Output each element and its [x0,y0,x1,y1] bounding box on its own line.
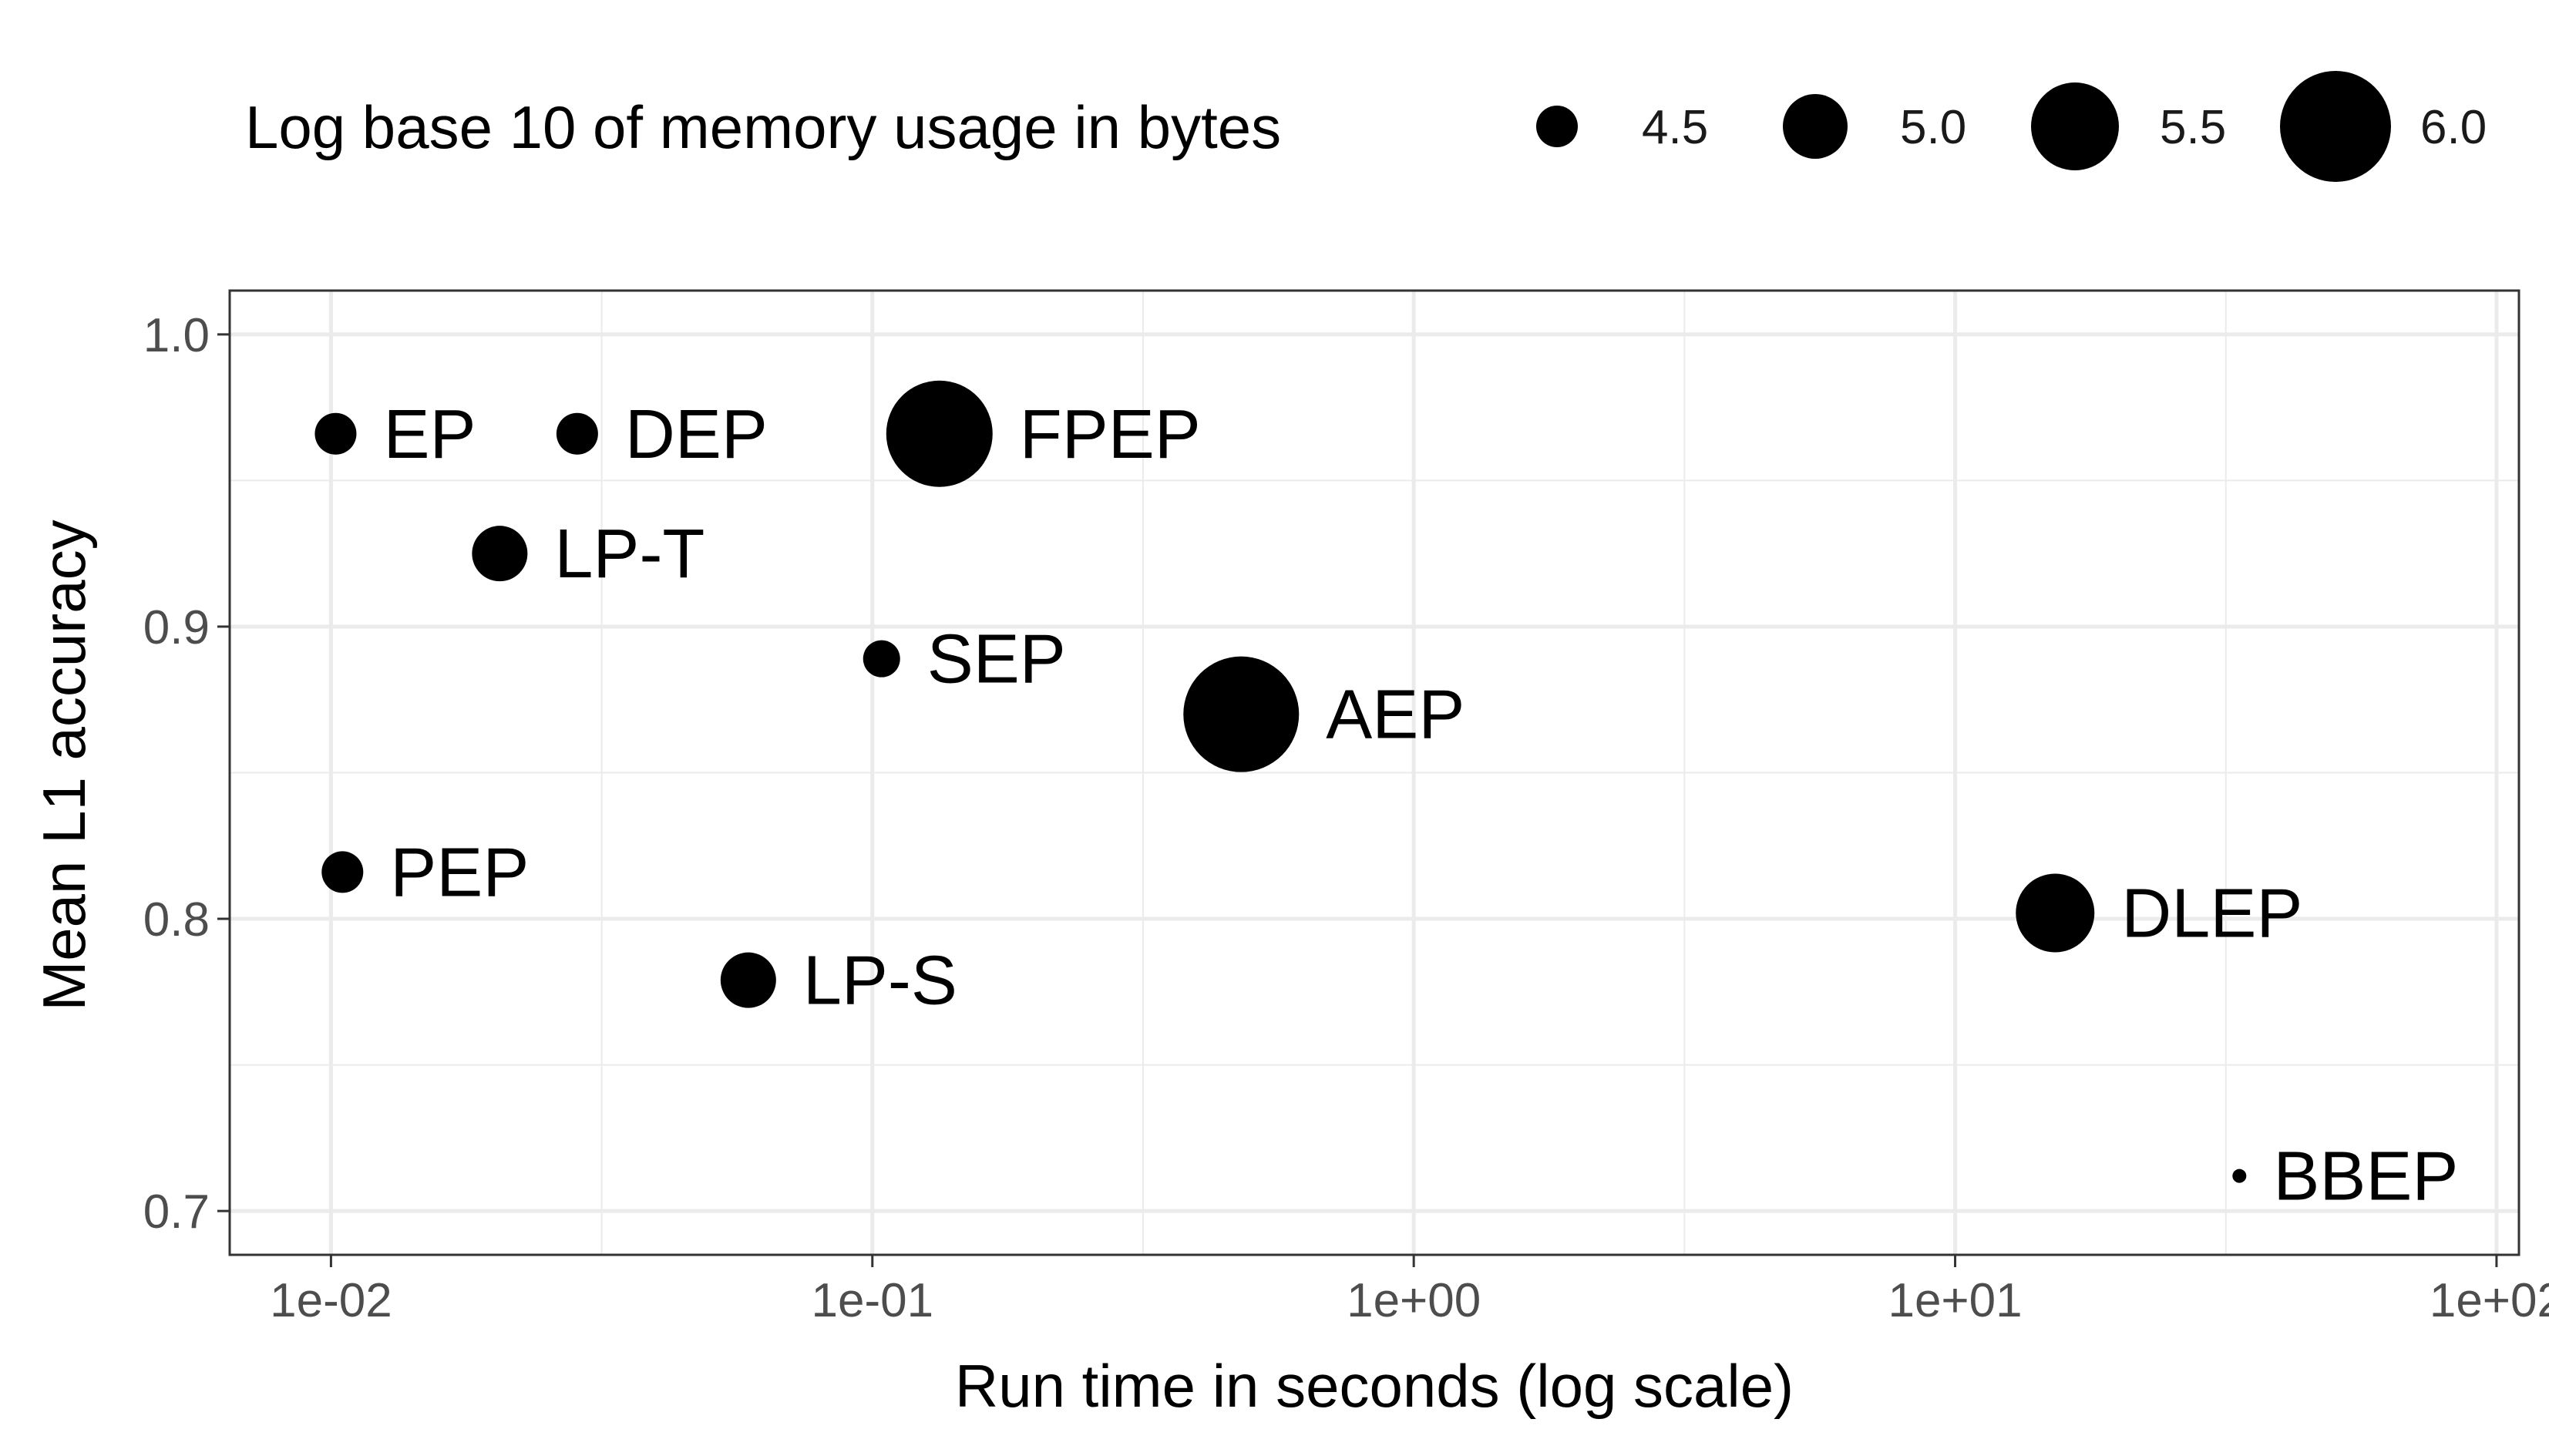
plot-panel: EP DEP FPEP LP-T SEP AEP PEP LP-S DLEP BBEP [228,289,2520,1256]
legend-title: Log base 10 of memory usage in bytes [245,93,1281,161]
legend-key-label: 5.0 [1900,101,1966,154]
legend-key-circle [1536,106,1578,147]
point-label-bbep: BBEP [2273,1138,2458,1216]
data-point-lp-s [720,952,776,1008]
panel-border [228,289,2520,1256]
x-tick-label: 1e-02 [270,1274,392,1327]
y-axis: 0.7 0.8 0.9 1.0 [143,309,230,1239]
size-legend: Log base 10 of memory usage in bytes 4.5… [245,71,2487,182]
x-tick-label: 1e+02 [2430,1274,2549,1327]
data-point-bbep [2232,1168,2247,1183]
x-tick-label: 1e+01 [1888,1274,2022,1327]
point-label-aep: AEP [1326,677,1464,754]
legend-key-circle [2031,82,2119,170]
legend-keys: 4.5 5.0 5.5 6.0 [1536,71,2487,182]
legend-key-label: 4.5 [1642,101,1708,154]
y-tick-label: 0.7 [143,1185,210,1239]
point-label-sep: SEP [927,621,1066,698]
point-label-dlep: DLEP [2121,875,2302,952]
point-label-ep: EP [383,396,476,473]
y-axis-title: Mean L1 accuracy [30,520,98,1010]
legend-key-label: 6.0 [2420,101,2487,154]
point-label-lp-s: LP-S [803,943,957,1020]
data-point-dlep [2016,873,2095,953]
data-point-pep [321,851,364,893]
point-label-lp-t: LP-T [554,516,705,593]
data-point-fpep [886,380,993,487]
point-label-dep: DEP [625,396,768,473]
data-point-dep [556,412,598,455]
y-tick-label: 0.9 [143,601,210,654]
x-tick-label: 1e+00 [1347,1274,1481,1327]
y-tick-label: 1.0 [143,309,210,362]
x-axis: 1e-02 1e-01 1e+00 1e+01 1e+02 [270,1255,2549,1327]
x-tick-label: 1e-01 [811,1274,933,1327]
grid-major [230,291,2519,1255]
legend-key-label: 5.5 [2160,101,2226,154]
data-points [314,380,2247,1183]
point-labels: EP DEP FPEP LP-T SEP AEP PEP LP-S DLEP BBEP [383,396,2458,1216]
data-point-aep [1183,656,1300,772]
data-point-lp-t [472,526,528,582]
grid-minor [230,291,2519,1255]
point-label-fpep: FPEP [1020,396,1201,473]
point-label-pep: PEP [390,834,529,911]
data-point-sep [863,640,900,678]
legend-key-circle [1783,94,1848,159]
x-axis-title: Run time in seconds (log scale) [955,1352,1794,1420]
legend-key-circle [2280,71,2391,182]
y-tick-label: 0.8 [143,893,210,947]
data-point-ep [314,412,357,455]
